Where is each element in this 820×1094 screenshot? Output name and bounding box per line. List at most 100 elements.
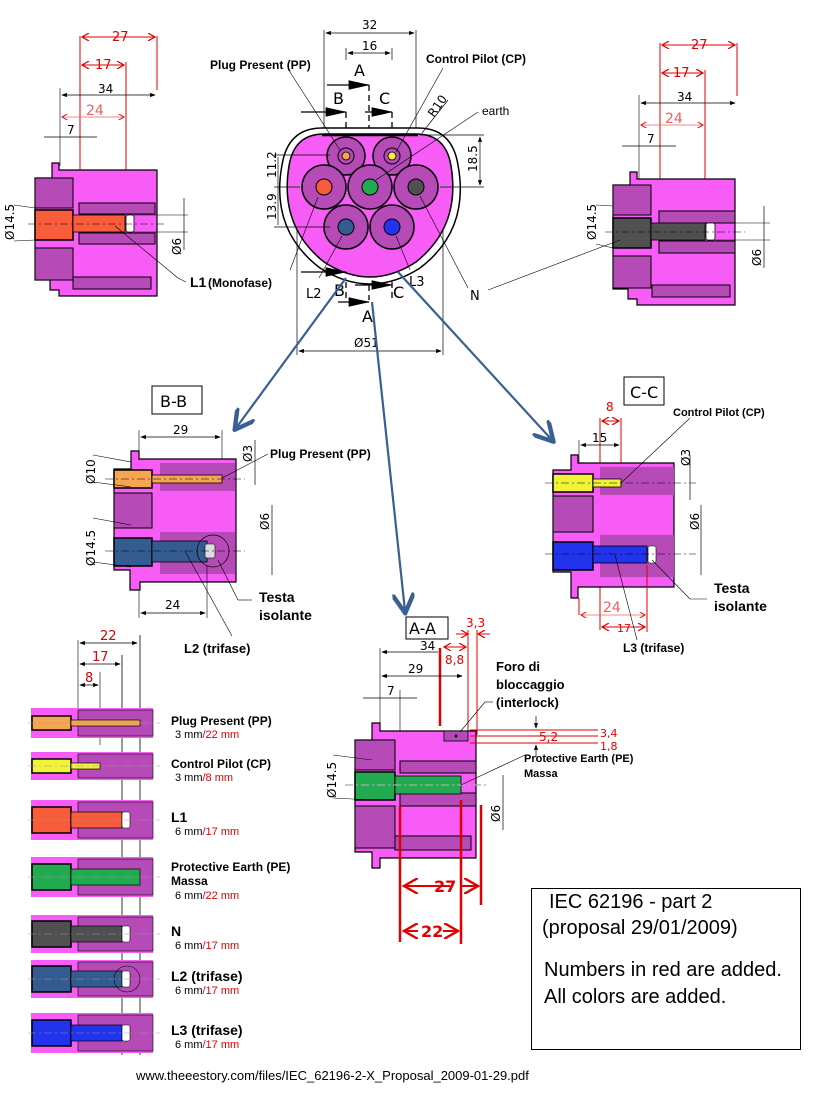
label-l1-monofase: (Monofase) — [208, 276, 272, 290]
pin-name: Plug Present (PP) — [171, 714, 272, 728]
label-testa-bb-2: isolante — [259, 607, 312, 623]
dim-17-right: 17 — [673, 66, 690, 81]
pin-spec: 6 mm/17 mm — [175, 1039, 239, 1051]
dim-dia3-bb: Ø3 — [241, 445, 255, 462]
label-plug-present: Plug Present (PP) — [210, 58, 311, 72]
dim-dia6-cc: Ø6 — [688, 513, 702, 530]
dim-7-right: 7 — [647, 132, 655, 146]
label-foro-2: bloccaggio — [496, 677, 565, 692]
dim-dia6: Ø6 — [170, 238, 184, 255]
section-letter-c-bot: C — [393, 283, 404, 302]
dim-dia14-5-right: Ø14.5 — [585, 204, 599, 240]
pin-name: Control Pilot (CP) — [171, 757, 271, 771]
dim-16: 16 — [362, 39, 377, 53]
pin-sub: Massa — [171, 874, 208, 888]
dim-7-aa: 7 — [387, 684, 395, 698]
dim-27-right: 27 — [691, 38, 708, 53]
pin-row: L3 (trifase)6 mm/17 mm — [28, 1013, 243, 1053]
label-l3: L3 — [409, 275, 425, 290]
side-view-right-n: 27 17 34 24 7 Ø14.5 Ø6 — [487, 38, 770, 306]
dim-dia51: Ø51 — [354, 336, 379, 350]
pin-spec: 6 mm/17 mm — [175, 985, 239, 997]
dim-3-3: 3,3 — [466, 616, 485, 630]
label-massa-aa: Massa — [524, 768, 559, 780]
dim-dia14-5-bb: Ø14.5 — [84, 530, 98, 566]
section-title-bb: B-B — [160, 392, 187, 411]
dim-22-aa: 22 — [421, 922, 443, 941]
source-url: www.theeestory.com/files/IEC_62196-2-X_P… — [136, 1068, 529, 1083]
pin-spec: 3 mm/8 mm — [175, 772, 233, 784]
dim-3-4: 3,4 — [600, 727, 618, 740]
dim-dia3-cc: Ø3 — [679, 449, 693, 466]
label-control-pilot: Control Pilot (CP) — [426, 52, 526, 66]
dim-17: 17 — [95, 58, 112, 73]
label-cp-cc: Control Pilot (CP) — [673, 407, 765, 419]
section-letter-a-top: A — [354, 61, 365, 80]
front-view: 32 16 A B C — [210, 18, 526, 355]
dim-dia10-bb: Ø10 — [84, 459, 98, 484]
label-earth: earth — [482, 104, 509, 118]
pin-name: Protective Earth (PE) — [171, 860, 290, 874]
label-pe-aa: Protective Earth (PE) — [524, 753, 634, 765]
section-letter-b-top: B — [333, 89, 344, 108]
pin-diameter: 6 mm — [175, 890, 203, 902]
pin-row: Control Pilot (CP)3 mm/8 mm — [28, 752, 271, 784]
dim-18-5: 18.5 — [466, 145, 480, 172]
dim-r10: R10 — [425, 92, 450, 119]
pin-length: /8 mm — [203, 772, 234, 784]
label-l2-bb: L2 (trifase) — [184, 641, 250, 656]
note-title: IEC 62196 - part 2 — [549, 891, 713, 913]
label-testa-cc-1: Testa — [714, 580, 750, 596]
pin-spec: 3 mm/22 mm — [175, 729, 239, 741]
pin-row: Plug Present (PP)3 mm/22 mm — [28, 708, 272, 741]
note-text: Numbers in red are added. All colors are… — [544, 957, 794, 1011]
section-b-b: B-B 29 Ø10 Ø14.5 Ø3 Ø6 24 Plug Presen — [84, 385, 371, 656]
dim-24-bb: 24 — [165, 598, 180, 612]
pin-length: /17 mm — [203, 826, 240, 838]
pin-length: /22 mm — [203, 729, 240, 741]
dim-13-9: 13.9 — [265, 193, 279, 220]
dim-dia6-right: Ø6 — [750, 249, 764, 266]
dim-dia14-5: Ø14.5 — [3, 204, 17, 240]
pin-comparison: 22 17 8 Plug Present (PP)3 mm/22 mmContr… — [28, 629, 290, 1055]
section-letter-b-bot: B — [334, 281, 345, 300]
note-red-numbers: Numbers in red are added. — [544, 959, 782, 981]
dim-8-pins: 8 — [85, 671, 93, 686]
dim-7: 7 — [67, 123, 75, 137]
pin-diameter: 6 mm — [175, 826, 203, 838]
pin-name: L3 (trifase) — [171, 1022, 243, 1038]
dim-dia14-5-aa: Ø14.5 — [325, 762, 339, 798]
note-proposal-date: (proposal 29/01/2009) — [542, 917, 738, 939]
section-title-aa: A-A — [409, 619, 436, 638]
dim-17-pins: 17 — [92, 650, 109, 665]
dim-22-pins: 22 — [100, 629, 117, 644]
dim-24-right: 24 — [665, 111, 683, 127]
label-foro-1: Foro di — [496, 659, 540, 674]
pin-length: /17 mm — [203, 985, 240, 997]
dim-8-cc: 8 — [606, 400, 614, 414]
label-l3-cc: L3 (trifase) — [623, 641, 684, 655]
note-box: IEC 62196 - part 2 (proposal 29/01/2009)… — [531, 888, 801, 1050]
pin-row: N6 mm/17 mm — [28, 915, 239, 953]
section-letter-c-top: C — [379, 89, 390, 108]
label-testa-cc-2: isolante — [714, 598, 767, 614]
dim-34: 34 — [98, 82, 113, 96]
dim-15-cc: 15 — [592, 431, 607, 445]
dim-24: 24 — [86, 103, 104, 119]
dim-8-8: 8,8 — [445, 653, 464, 667]
pin-length: /17 mm — [203, 940, 240, 952]
side-view-left-l1: 27 17 34 24 7 Ø14.5 Ø6 L1 (Monofase) — [3, 30, 272, 297]
dim-34-right: 34 — [677, 90, 692, 104]
pin-diameter: 3 mm — [175, 772, 203, 784]
dim-27: 27 — [112, 30, 129, 45]
section-c-c: C-C 8 15 Ø3 Ø6 24 17 Control Pilot (CP) — [545, 376, 767, 655]
label-testa-bb-1: Testa — [259, 589, 295, 605]
pin-spec: 6 mm/17 mm — [175, 940, 239, 952]
label-foro-3: (interlock) — [496, 695, 559, 710]
dim-32: 32 — [362, 18, 377, 32]
pin-spec: 6 mm/17 mm — [175, 826, 239, 838]
pin-name: L2 (trifase) — [171, 968, 243, 984]
dim-29-bb: 29 — [173, 423, 188, 437]
pin-name: N — [171, 923, 181, 939]
